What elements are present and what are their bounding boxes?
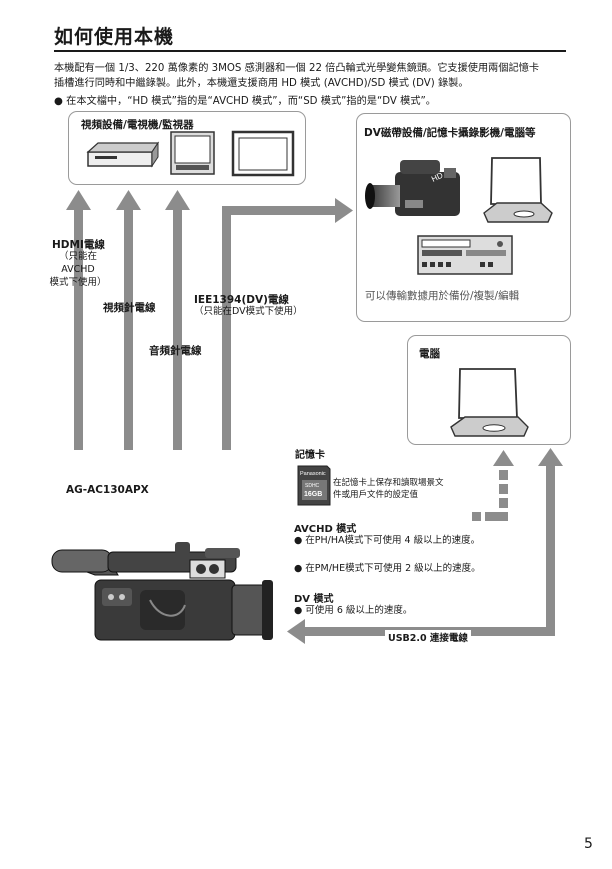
dv-mode-line-1: ● 可使用 6 級以上的速度。 [294, 605, 413, 616]
dv-device-note: 可以傳輸數據用於備份/複製/編輯 [365, 290, 520, 302]
card-note-2: 件或用戶文件的設定值 [333, 490, 419, 500]
intro-line-2: 插槽進行同時和中繼錄製。此外，本機還支援商用 HD 模式 (AVCHD)/SD … [54, 78, 469, 89]
video-device-label: 視頻設備/電視機/監視器 [81, 119, 194, 131]
pc-label: 電腦 [419, 348, 440, 360]
intro-paragraph: 本機配有一個 1/3、220 萬像素的 3MOS 感測器和一個 22 倍凸輪式光… [54, 61, 574, 91]
dv-mode-title: DV 模式 [294, 594, 334, 605]
avchd-line-2: ● 在PM/HE模式下可使用 2 級以上的速度。 [294, 563, 481, 574]
card-note-1: 在記憶卡上保存和讀取場景文 [333, 478, 444, 488]
deck-icon-front [417, 235, 513, 275]
monitor-icon-front [231, 130, 295, 177]
dv-device-label: DV磁帶設備/記憶卡攝錄影機/電腦等 [364, 127, 536, 139]
arrow-ieee1394 [222, 198, 353, 450]
memory-card-label: 記憶卡 [295, 450, 325, 461]
memory-card-note: 在記憶卡上保存和讀取場景文 件或用戶文件的設定值 [333, 477, 444, 501]
pc-laptop-icon-front [450, 368, 529, 437]
hdmi-note-3: 模式下使用） [49, 277, 107, 288]
arrow-hdmi [66, 190, 91, 450]
card-capacity: 16GB [304, 491, 322, 498]
arrow-audio-cable [165, 190, 190, 450]
video-cable-label: 視頻針電線 [103, 302, 156, 314]
avchd-line-1: ● 在PH/HA模式下可使用 4 級以上的速度。 [294, 535, 481, 546]
card-brand: Panasonic [300, 471, 326, 477]
tv-icon-front [170, 131, 215, 175]
usb-label: USB2.0 連接電線 [385, 630, 471, 644]
arrow-memory-card [472, 450, 514, 521]
intro-line-1: 本機配有一個 1/3、220 萬像素的 3MOS 感測器和一個 22 倍凸輪式光… [54, 63, 540, 74]
title-divider [54, 50, 566, 52]
arrow-video-cable [116, 190, 141, 450]
avchd-title: AVCHD 模式 [294, 524, 357, 535]
hdmi-note: （只能在 AVCHD 模式下使用） [47, 250, 109, 289]
sd-card-icon [297, 465, 331, 506]
ieee-note: （只能在DV模式下使用） [194, 306, 303, 317]
audio-cable-label: 音頻針電線 [149, 345, 202, 357]
pro-camcorder-icon-front [365, 160, 460, 216]
camera-model: AG-AC130APX [66, 484, 149, 496]
page-title: 如何使用本機 [54, 26, 175, 48]
vcr-icon-front [86, 141, 160, 168]
hdmi-note-2: AVCHD [61, 264, 95, 275]
laptop-icon-front [483, 157, 553, 223]
ieee-label: IEE1394(DV)電線 [194, 294, 289, 306]
intro-bullet: ● 在本文檔中，“HD 模式”指的是“AVCHD 模式”，而“SD 模式”指的是… [54, 96, 436, 107]
card-type: SDHC [305, 483, 320, 489]
page-number: 5 [584, 836, 593, 852]
hdmi-label: HDMI電線 [52, 239, 105, 251]
hdmi-note-1: （只能在 [58, 251, 97, 262]
camcorder-icon [51, 542, 273, 641]
